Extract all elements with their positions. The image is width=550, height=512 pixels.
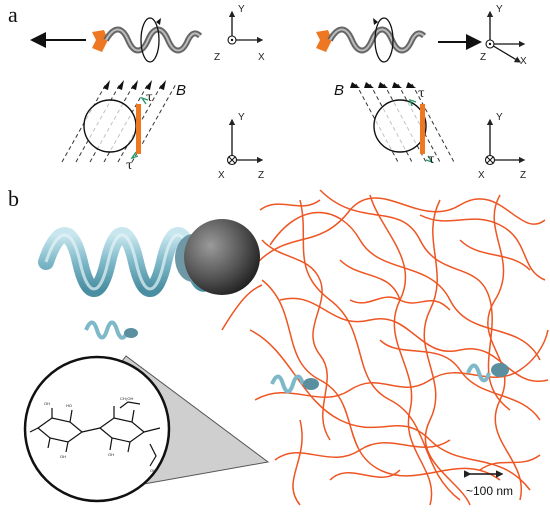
magnet-bar-right — [420, 104, 425, 154]
svg-text:OH: OH — [44, 401, 50, 406]
svg-text:CH₂OH: CH₂OH — [120, 396, 133, 401]
rotation-icon — [140, 17, 160, 63]
svg-text:OH: OH — [60, 454, 66, 459]
panel-b-label: b — [8, 186, 19, 211]
axis-z-label-2: Z — [258, 170, 265, 181]
magnet-head — [316, 30, 332, 52]
magnetic-sphere — [184, 219, 260, 295]
axis-z-label-3: Z — [480, 52, 487, 63]
panel-a-left — [30, 10, 264, 166]
rotation-icon — [374, 17, 394, 63]
panel-a-right — [316, 10, 526, 166]
field-label-right: B — [334, 82, 345, 99]
magnet-head — [92, 30, 108, 52]
torque-label-bottom-left: τ — [126, 158, 133, 172]
axis-x-label-3: X — [520, 56, 527, 67]
molecule-structure — [29, 401, 161, 467]
small-swimmer-3 — [466, 363, 509, 383]
axis-y-label-3: Y — [496, 4, 503, 15]
axis-y-label-2: Y — [238, 112, 245, 123]
svg-text:OH: OH — [150, 468, 156, 473]
small-swimmer-1 — [84, 320, 138, 340]
torque-label-top-right: τ — [418, 86, 425, 100]
torque-label-bottom-right: τ — [428, 152, 435, 166]
axis-z-label-4: Z — [520, 170, 527, 181]
axis-y-label: Y — [238, 4, 245, 15]
axis-z-label: Z — [214, 52, 221, 63]
field-label-left: B — [176, 82, 187, 99]
torque-label-top-left: τ — [146, 90, 153, 104]
helix-swimmer — [38, 219, 260, 297]
ellipse-icon — [83, 99, 137, 153]
field-arrowheads-left — [103, 80, 166, 90]
fiber-network — [221, 189, 549, 506]
axis-x-label-2: X — [218, 170, 225, 181]
small-swimmer-2 — [270, 374, 319, 394]
panel-a-label: a — [8, 2, 18, 27]
scale-bar-label: ~100 nm — [466, 484, 514, 498]
svg-text:HO: HO — [66, 403, 72, 408]
svg-text:OH: OH — [108, 452, 114, 457]
axis-x-label-4: X — [478, 170, 485, 181]
magnet-bar-left — [136, 104, 141, 154]
axis-x-label: X — [258, 52, 265, 63]
axis-y-label-4: Y — [496, 112, 503, 123]
